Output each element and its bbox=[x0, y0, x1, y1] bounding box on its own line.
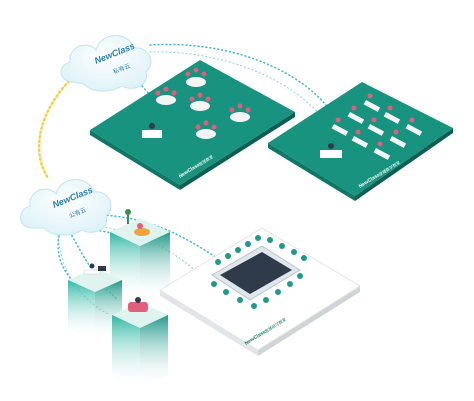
student-figure bbox=[155, 67, 251, 130]
laptop-icon bbox=[98, 266, 106, 271]
platform-side-right bbox=[258, 286, 360, 356]
platform-side-right bbox=[355, 128, 453, 201]
group-tables bbox=[156, 77, 250, 139]
arc-public-to-home2 bbox=[57, 231, 71, 279]
home-pillar-bottom[interactable] bbox=[112, 297, 168, 388]
arc-cloud-to-cloud bbox=[37, 76, 74, 180]
platform-side-left bbox=[160, 290, 258, 356]
platform-side-left bbox=[90, 130, 180, 190]
cloud-icon bbox=[20, 179, 112, 236]
conference-room-platform[interactable]: NewClass 智慧研讨教室 bbox=[159, 227, 361, 356]
desk-icon bbox=[142, 123, 162, 138]
student-figure bbox=[128, 297, 148, 312]
home-pillar-top[interactable] bbox=[110, 209, 170, 300]
platform-side-left bbox=[268, 143, 355, 201]
plant-icon bbox=[125, 209, 131, 224]
student-figure bbox=[211, 235, 307, 309]
student-figure bbox=[335, 93, 415, 147]
arc-public-to-conference bbox=[94, 214, 221, 261]
platform-top bbox=[90, 60, 295, 185]
platform-side-right bbox=[180, 112, 295, 190]
student-figure bbox=[134, 223, 150, 236]
public-cloud[interactable]: NewClass 公有云 bbox=[20, 179, 112, 236]
platform-top bbox=[268, 82, 453, 196]
arc-private-to-recording-2 bbox=[149, 51, 321, 116]
desk-icon bbox=[320, 143, 342, 158]
private-cloud[interactable]: NewClass 私有云 bbox=[60, 35, 152, 92]
smart-classroom-platform[interactable]: NewClass 智慧教室 bbox=[90, 60, 295, 190]
conference-table bbox=[211, 245, 301, 301]
cloud-icon bbox=[60, 35, 152, 92]
recording-classroom-platform[interactable]: NewClass 录播教学教室 bbox=[268, 82, 453, 201]
arc-private-to-recording bbox=[149, 43, 331, 111]
desk-icon bbox=[83, 263, 101, 275]
desk-rows bbox=[331, 100, 423, 160]
